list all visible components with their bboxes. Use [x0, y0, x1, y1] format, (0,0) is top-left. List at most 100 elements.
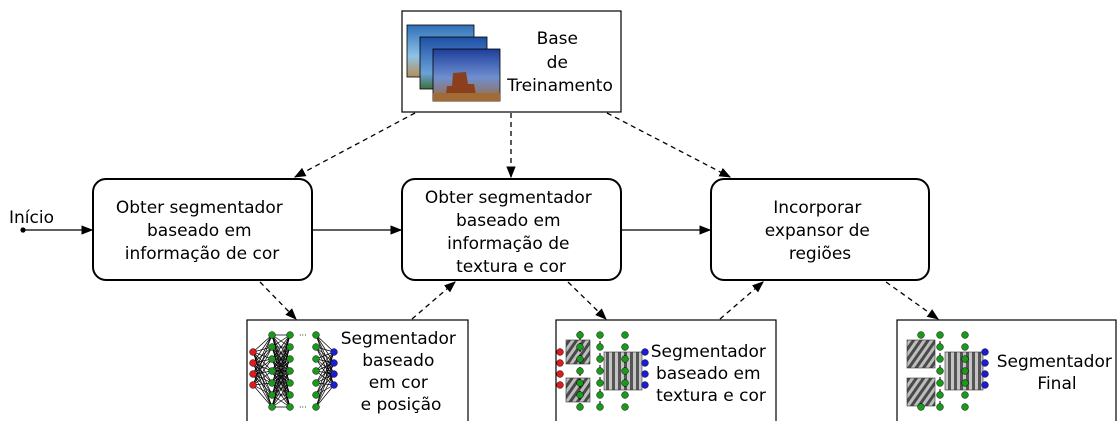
net-edge	[252, 384, 273, 408]
net-node	[312, 331, 320, 339]
net-edge	[315, 358, 335, 386]
net-node	[936, 391, 944, 399]
arrow-step3-to-output3	[885, 281, 939, 320]
net-node	[961, 379, 969, 387]
net-node	[576, 391, 584, 399]
training-base-label: Base de Treinamento	[506, 29, 613, 96]
net-edge	[252, 358, 273, 386]
net-edge	[271, 334, 291, 360]
net-node	[936, 343, 944, 351]
net-node	[641, 348, 649, 356]
net-node	[576, 379, 584, 387]
net-node	[312, 343, 320, 351]
step-color-box: Obter segmentador baseado em informação …	[92, 178, 313, 281]
output-texture-color-label: Segmentador baseado em textura e cor	[651, 342, 772, 406]
net-node	[621, 379, 629, 387]
net-node	[961, 403, 969, 411]
net-node	[268, 367, 276, 375]
net-edge	[271, 334, 291, 384]
output-texture-color-box: Segmentador baseado em textura e cor	[555, 319, 777, 421]
net-node	[917, 331, 925, 339]
net-edge	[252, 351, 273, 384]
net-node	[249, 381, 257, 389]
neural-network-icon: ······	[249, 331, 338, 412]
output-color-position-label: Segmentador baseado em cor e posição	[341, 329, 462, 415]
net-node	[641, 381, 649, 389]
net-node	[596, 379, 604, 387]
net-node	[621, 343, 629, 351]
net-edge	[271, 358, 291, 408]
net-edge	[271, 382, 291, 408]
net-node	[641, 370, 649, 378]
net-node	[936, 355, 944, 363]
net-edge	[271, 370, 291, 408]
net-node	[981, 359, 989, 367]
arrow-step1-to-output1	[259, 281, 297, 320]
net-node	[576, 343, 584, 351]
net-node	[596, 343, 604, 351]
net-edge	[315, 351, 335, 372]
net-node	[596, 403, 604, 411]
net-node	[268, 331, 276, 339]
net-edge	[271, 334, 291, 372]
net-node	[330, 370, 338, 378]
net-edge	[252, 351, 273, 372]
start-label: Início	[9, 208, 54, 228]
arrow-output1-to-step2	[411, 281, 456, 320]
net-edge	[252, 346, 273, 386]
net-node	[576, 355, 584, 363]
net-node	[330, 348, 338, 356]
net-edge	[315, 346, 335, 386]
net-node	[286, 367, 294, 375]
net-node	[596, 391, 604, 399]
net-edge	[315, 334, 335, 375]
net-node	[286, 331, 294, 339]
net-node	[556, 348, 564, 356]
net-node	[936, 367, 944, 375]
step-region-box: Incorporar expansor de regiões	[710, 178, 930, 281]
net-node	[576, 331, 584, 339]
net-node	[556, 381, 564, 389]
net-node	[936, 331, 944, 339]
net-edge	[315, 358, 335, 375]
output-final-box: Segmentador Final	[896, 319, 1118, 421]
net-edge	[252, 334, 273, 353]
step-color-label: Obter segmentador baseado em informação …	[116, 198, 288, 264]
net-node	[596, 355, 604, 363]
training-images-icon	[406, 24, 501, 102]
net-node	[268, 343, 276, 351]
net-node	[981, 348, 989, 356]
net-node	[312, 379, 320, 387]
output-final-label: Segmentador Final	[997, 352, 1118, 394]
net-edge	[252, 373, 273, 408]
net-node	[961, 391, 969, 399]
net-ellipsis: ···	[299, 403, 307, 412]
net-node	[286, 403, 294, 411]
texture-network-icon	[556, 331, 649, 411]
step-texture-box: Obter segmentador baseado em informação …	[401, 178, 622, 281]
net-node	[286, 379, 294, 387]
net-edge	[252, 370, 273, 386]
net-node	[312, 391, 320, 399]
net-node	[268, 355, 276, 363]
net-edge	[315, 384, 335, 408]
net-edge	[315, 373, 335, 408]
net-edge	[252, 334, 273, 375]
net-node	[596, 331, 604, 339]
net-node	[981, 370, 989, 378]
net-node	[621, 355, 629, 363]
net-node	[961, 367, 969, 375]
net-node	[268, 403, 276, 411]
net-node	[621, 367, 629, 375]
net-edge	[252, 362, 273, 396]
net-edge	[315, 362, 335, 408]
net-node	[917, 403, 925, 411]
net-node	[312, 355, 320, 363]
net-node	[936, 379, 944, 387]
net-node	[961, 331, 969, 339]
training-base-box: Base de Treinamento	[401, 10, 622, 113]
net-node	[286, 343, 294, 351]
net-node	[330, 381, 338, 389]
net-node	[576, 403, 584, 411]
net-node	[641, 359, 649, 367]
